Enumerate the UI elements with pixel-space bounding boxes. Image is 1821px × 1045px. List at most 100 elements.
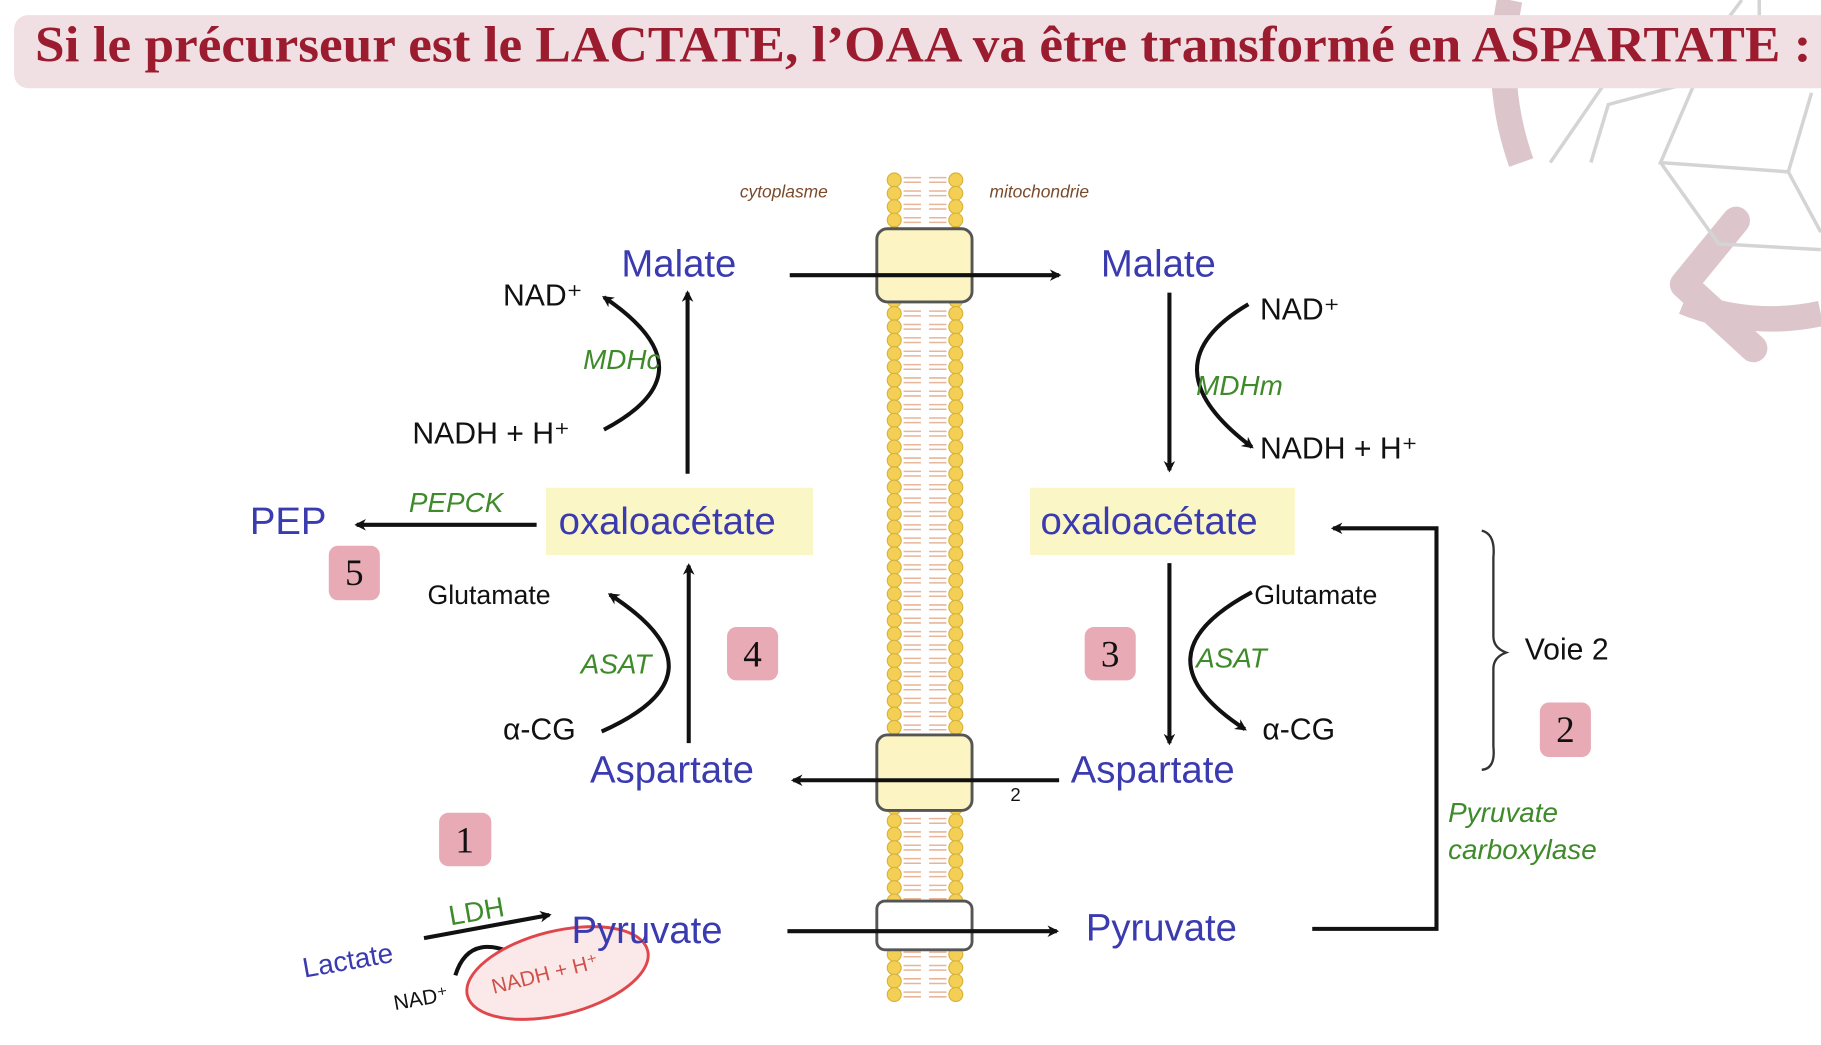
- asat-mito-cofactor-arrow: [1188, 590, 1253, 731]
- lipid-tail: [903, 417, 947, 424]
- lipid-tail: [903, 390, 947, 397]
- lipid-head: [886, 319, 902, 335]
- svg-text:1: 1: [455, 820, 474, 861]
- lipid-head: [948, 346, 964, 362]
- lipid-tail: [903, 711, 947, 718]
- lipid-head: [886, 386, 902, 402]
- lipid-tail: [903, 644, 947, 651]
- page-title: Si le précurseur est le LACTATE, l’OAA v…: [35, 17, 1812, 74]
- svg-text:3: 3: [1101, 634, 1120, 675]
- oaa-cyto: oxaloacétate: [559, 500, 776, 543]
- lipid-tail: [903, 377, 947, 384]
- lipid-head: [886, 185, 902, 201]
- lipid-tail: [903, 590, 947, 597]
- lipid-head: [948, 666, 964, 682]
- lipid-tail: [903, 203, 947, 210]
- lipid-tail: [903, 457, 947, 464]
- lipid-head: [886, 212, 902, 228]
- malate-cyto: Malate: [621, 242, 736, 285]
- lipid-head: [948, 986, 964, 1003]
- aspartate-transporter: [875, 733, 974, 812]
- lipid-head: [948, 466, 964, 482]
- lipid-tail: [903, 484, 947, 491]
- lipid-head: [886, 399, 902, 415]
- lipid-head: [948, 679, 964, 695]
- lipid-tail: [903, 991, 947, 998]
- highlight-circle: [465, 925, 650, 1021]
- lipid-tail: [903, 216, 947, 224]
- lipid-head: [886, 172, 902, 188]
- label-mitochondrie: mitochondrie: [989, 181, 1089, 201]
- lipid-tail: [903, 323, 947, 330]
- lipid-tail: [903, 190, 947, 197]
- lipid-tail: [903, 443, 947, 451]
- ldh-arrow: [423, 910, 552, 941]
- lipid-head: [948, 626, 964, 642]
- lipid-head: [948, 305, 964, 322]
- lipid-head: [886, 492, 902, 508]
- lipid-head: [948, 452, 964, 468]
- lipid-head: [948, 599, 964, 615]
- lipid-head: [948, 492, 964, 508]
- voie-2-label: Voie 2: [1525, 634, 1609, 667]
- lipid-tail: [903, 403, 947, 411]
- lipid-head: [886, 559, 902, 575]
- lipid-tail: [903, 884, 947, 891]
- acg-cyto: α-CG: [503, 714, 576, 747]
- malate-mito: Malate: [1101, 242, 1216, 285]
- lipid-tail: [903, 604, 947, 611]
- lipid-head: [886, 666, 902, 682]
- lipid-head: [948, 960, 964, 976]
- svg-text:4: 4: [743, 634, 762, 675]
- nadh-cyto: NADH + H⁺: [412, 418, 570, 451]
- pyruvate-transporter: [875, 899, 974, 952]
- lipid-head: [948, 185, 964, 201]
- lipid-head: [948, 853, 964, 869]
- oaa-highlight-mito: [1030, 487, 1295, 556]
- lipid-head: [948, 372, 964, 388]
- lipid-head: [886, 840, 902, 856]
- lipid-head: [948, 866, 964, 882]
- lipid-tail: [903, 550, 947, 557]
- step-badge-1: 1: [439, 812, 492, 867]
- lipid-head: [886, 880, 902, 896]
- oaa-highlight-cyto: [545, 487, 813, 556]
- lipid-head: [948, 426, 964, 442]
- lipid-head: [948, 826, 964, 842]
- lipid-head: [948, 506, 964, 522]
- lipid-head: [948, 319, 964, 335]
- lipid-head: [886, 639, 902, 655]
- lipid-head: [886, 853, 902, 869]
- enzyme-asat-cyto: ASAT: [579, 648, 654, 679]
- lipid-tail: [903, 857, 947, 865]
- lipid-head: [948, 613, 964, 629]
- lipid-head: [886, 466, 902, 482]
- lipid-head: [886, 519, 902, 535]
- lipid-tail: [903, 470, 947, 477]
- lipid-head: [886, 412, 902, 428]
- mdhm-cofactor-arrow: [1195, 302, 1254, 449]
- lipid-head: [886, 199, 902, 215]
- lipid-head: [886, 599, 902, 615]
- lipid-head: [886, 346, 902, 362]
- lipid-tail: [903, 951, 947, 958]
- reaction-arrows: [354, 269, 1510, 976]
- enzyme-mdhm: MDHm: [1196, 370, 1283, 401]
- lipid-tail: [903, 697, 947, 704]
- lipid-head: [948, 653, 964, 669]
- lipid-head: [886, 706, 902, 722]
- lipid-head: [948, 559, 964, 575]
- lipid-head: [948, 399, 964, 415]
- lipid-head: [886, 532, 902, 549]
- lipid-head: [948, 212, 964, 228]
- glutamate-mito: Glutamate: [1254, 580, 1377, 610]
- lipid-head: [948, 973, 964, 989]
- lipid-tail: [903, 724, 947, 731]
- transporter-note: 2: [1010, 784, 1020, 805]
- lipid-head: [886, 613, 902, 629]
- lipid-head: [886, 332, 902, 348]
- glutamate-cyto: Glutamate: [427, 580, 550, 610]
- lipid-head: [886, 546, 902, 562]
- lipid-tail: [903, 350, 947, 357]
